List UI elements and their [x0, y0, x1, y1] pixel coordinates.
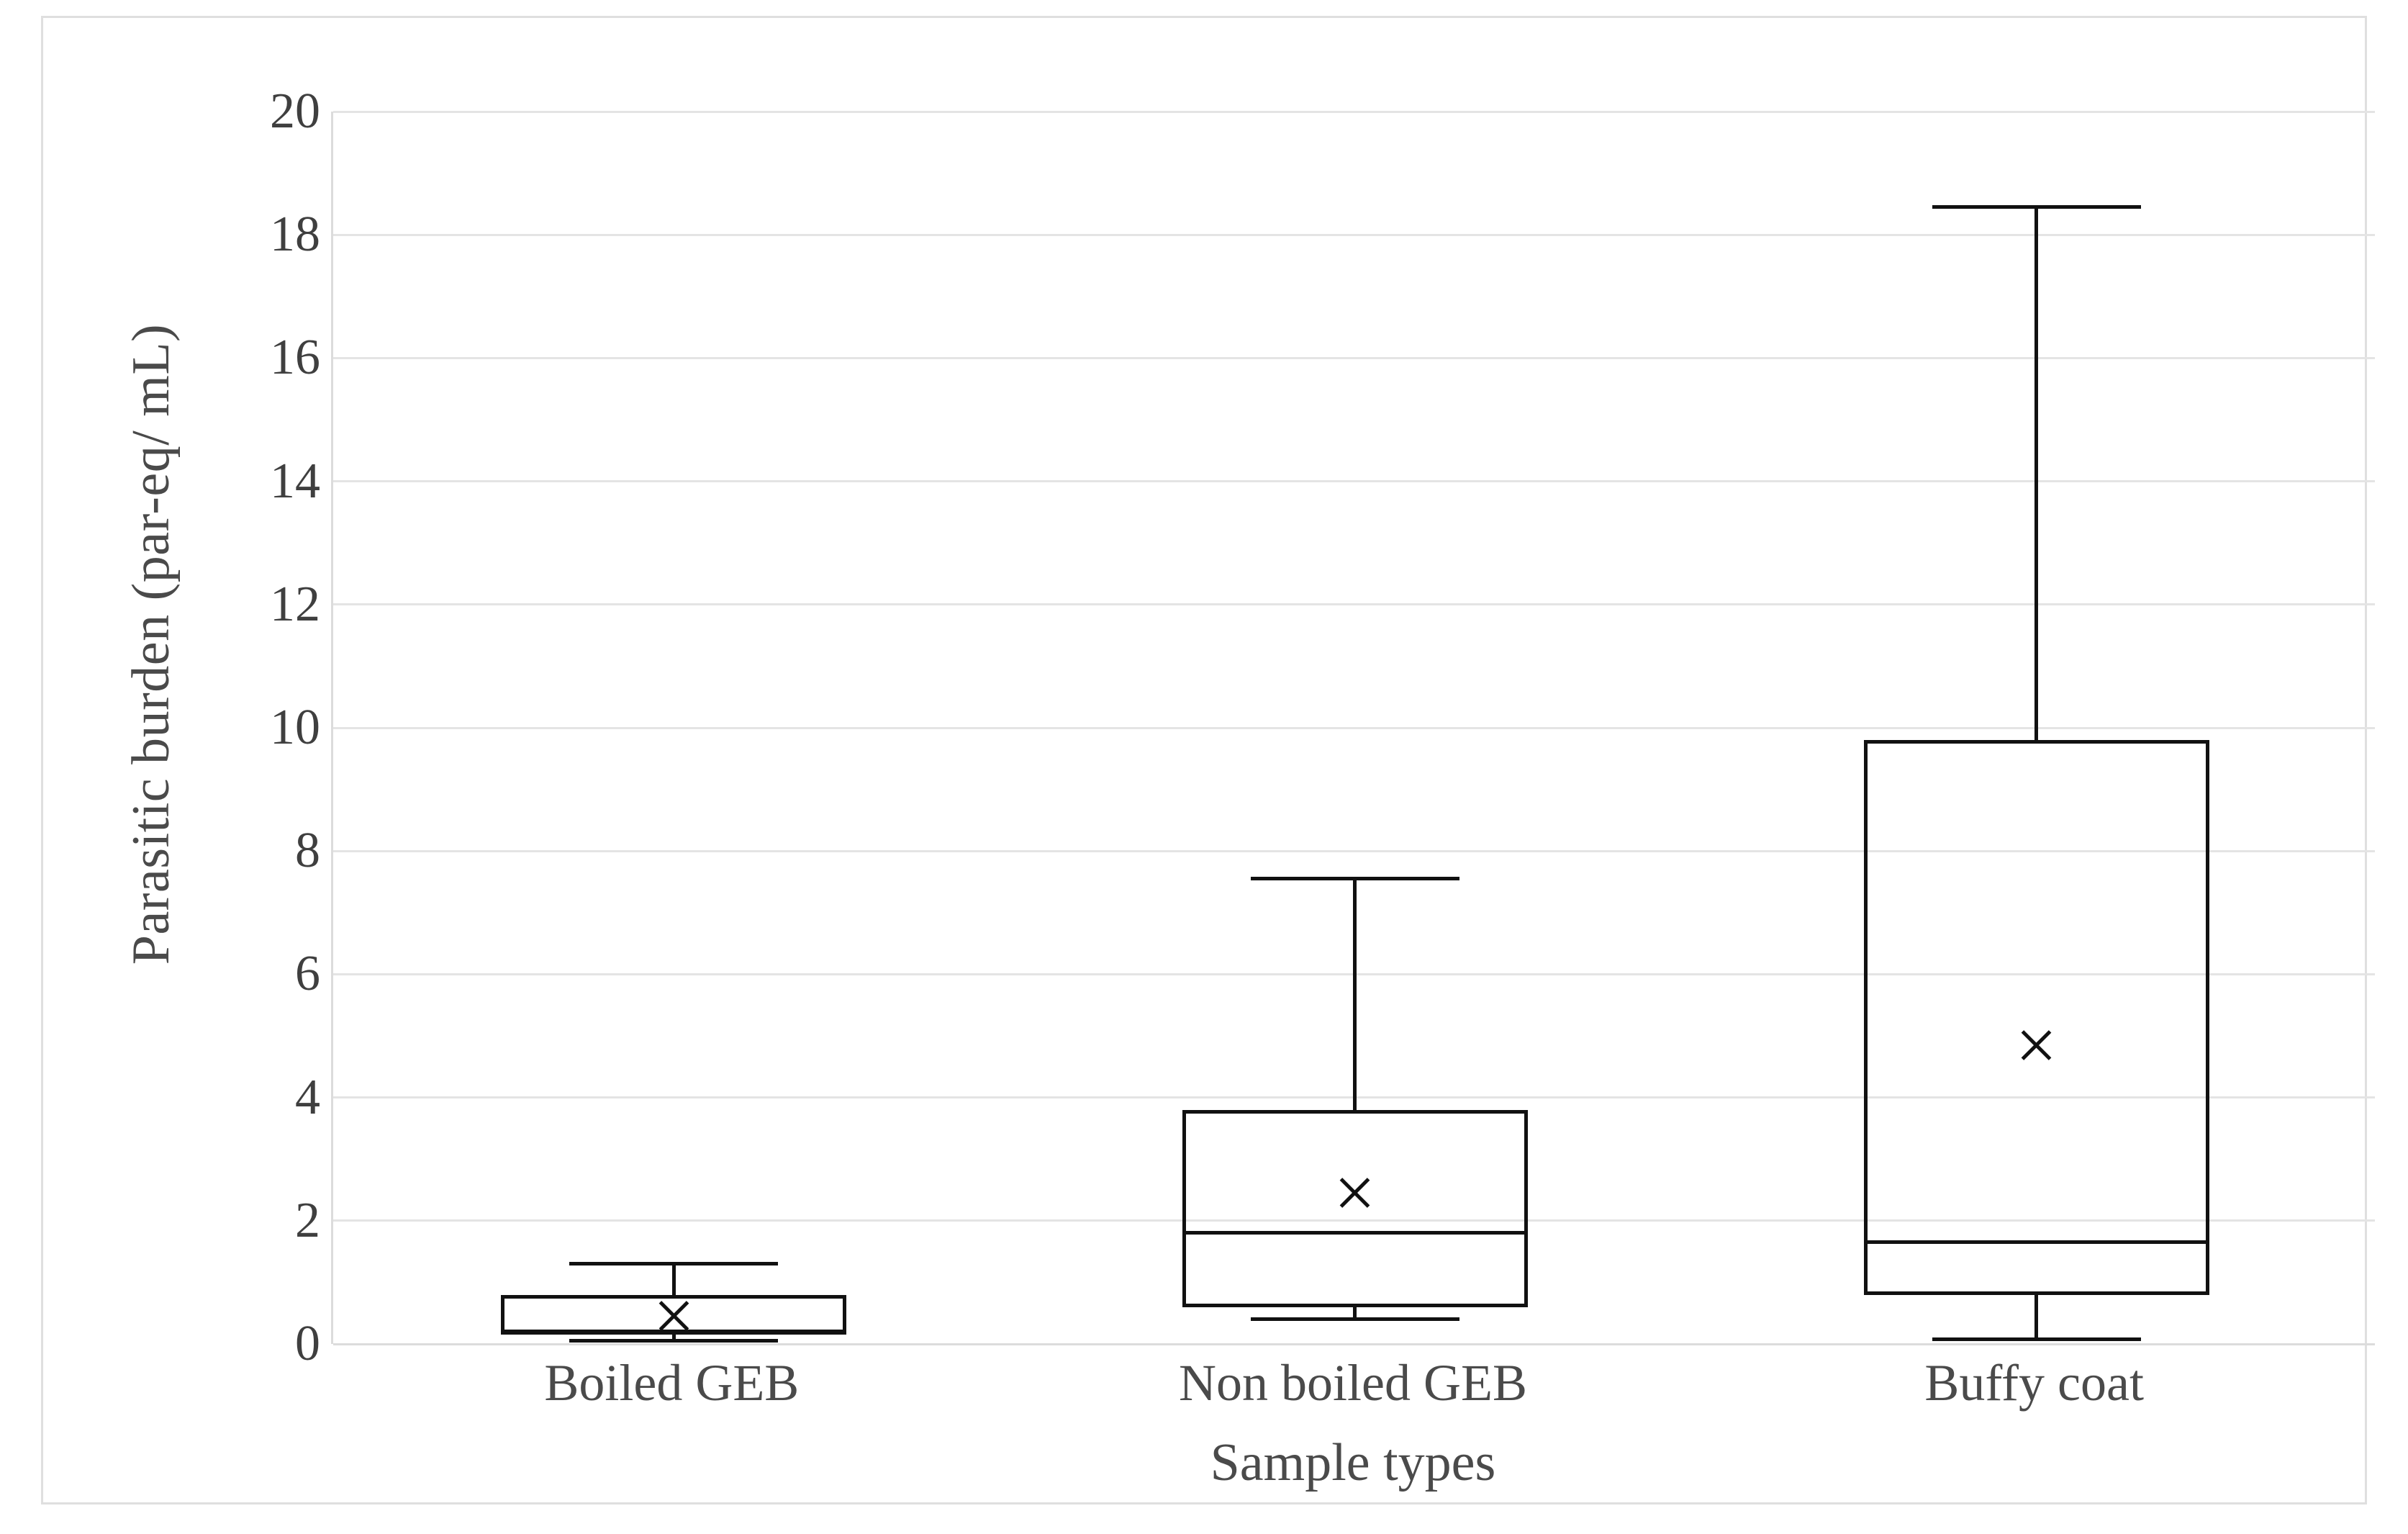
gridline [333, 233, 2375, 236]
lower-whisker-cap [1250, 1317, 1459, 1322]
gridline [333, 849, 2375, 852]
x-axis-title: Sample types [1210, 1433, 1496, 1492]
gridline [333, 480, 2375, 483]
gridline [333, 603, 2375, 606]
box-plot [1696, 112, 2377, 1344]
x-axis-tick-label: Non boiled GEB [1179, 1354, 1527, 1412]
mean-marker-x-icon [1336, 1173, 1375, 1212]
lower-whisker-line [1353, 1307, 1357, 1319]
lower-whisker-line [2034, 1294, 2039, 1340]
y-axis-tick-label: 10 [270, 700, 320, 755]
x-axis-tick-label: Buffy coat [1924, 1354, 2144, 1412]
y-axis-tick-labels: 20 18 16 14 12 10 8 6 4 2 0 [155, 18, 320, 1502]
y-axis-tick-label: 6 [295, 946, 320, 1002]
y-axis-tick-label: 2 [295, 1192, 320, 1248]
chart-figure: Parasitic burden (par-eq/ mL) 20 18 16 1… [41, 16, 2375, 1504]
gridline [333, 726, 2375, 729]
lower-whisker-cap [1932, 1337, 2141, 1341]
gridline [333, 1219, 2375, 1222]
gridline [333, 110, 2375, 113]
lower-whisker-cap [569, 1339, 779, 1343]
y-axis-tick-label: 0 [295, 1316, 320, 1371]
box-plot [1015, 112, 1696, 1344]
median-line [1182, 1231, 1528, 1235]
plot-area [331, 110, 2377, 1345]
y-axis-tick-label: 14 [270, 453, 320, 509]
lower-whisker-line [671, 1335, 676, 1341]
box-iqr [1182, 1109, 1528, 1307]
upper-whisker-line [671, 1263, 676, 1295]
y-axis-tick-label: 16 [270, 330, 320, 386]
box-plot [333, 112, 1015, 1344]
y-axis-tick-label: 12 [270, 576, 320, 632]
y-axis-tick-label: 4 [295, 1069, 320, 1125]
upper-whisker-line [2034, 207, 2039, 741]
y-axis-tick-label: 18 [270, 207, 320, 263]
mean-marker-x-icon [2017, 1026, 2056, 1065]
upper-whisker-line [1353, 878, 1357, 1110]
box-iqr [1863, 740, 2209, 1295]
x-axis-tick-labels: Boiled GEB Non boiled GEB Buffy coat [331, 1353, 2375, 1425]
gridline [333, 1343, 2375, 1345]
x-axis-tick-label: Boiled GEB [544, 1354, 800, 1412]
y-axis-tick-label: 20 [270, 84, 320, 139]
upper-whisker-cap [569, 1262, 779, 1266]
upper-whisker-cap [1932, 205, 2141, 209]
gridline [333, 356, 2375, 359]
upper-whisker-cap [1250, 877, 1459, 881]
y-axis-tick-label: 8 [295, 823, 320, 879]
median-line [1863, 1240, 2209, 1245]
mean-marker-x-icon [654, 1296, 693, 1335]
